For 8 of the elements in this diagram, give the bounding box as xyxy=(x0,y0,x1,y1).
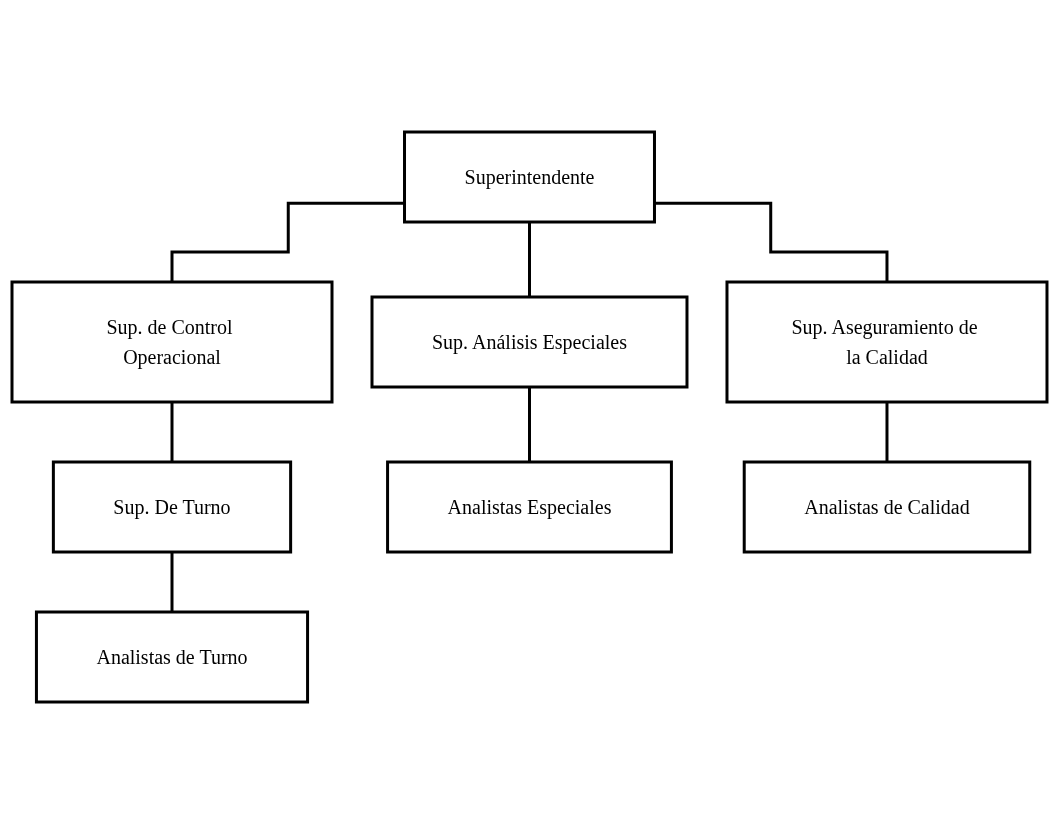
node-box: Sup. De Turno xyxy=(51,460,292,553)
node-box: Sup. de Control Operacional xyxy=(10,280,333,403)
node-box: Sup. Análisis Especiales xyxy=(370,295,688,388)
node-box: Analistas de Turno xyxy=(34,610,309,703)
node-box: Analistas Especiales xyxy=(385,460,673,553)
node-box: Superintendente xyxy=(402,130,656,223)
node-box: Sup. Aseguramiento de la Calidad xyxy=(725,280,1048,403)
node-box: Analistas de Calidad xyxy=(742,460,1031,553)
